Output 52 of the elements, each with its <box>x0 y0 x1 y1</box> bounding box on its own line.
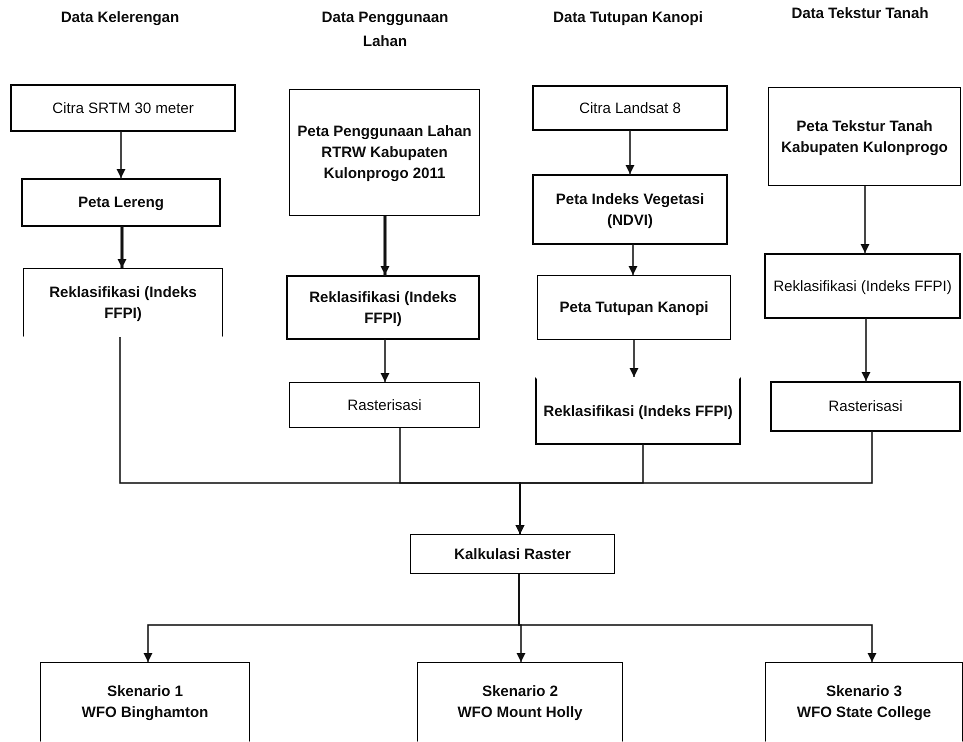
box-text: Peta Penggunaan Lahan RTRW Kabupaten Kulonprogo 2011 <box>296 122 473 184</box>
process-box <box>40 662 250 742</box>
arrow <box>630 340 638 377</box>
arrow <box>626 131 634 174</box>
arrow <box>116 132 126 178</box>
process-box <box>532 174 728 245</box>
process-box <box>23 268 223 337</box>
process-box <box>765 662 963 742</box>
box-text: Skenario 3 <box>826 682 902 702</box>
box-text: Reklasifikasi (Indeks FFPI) <box>308 288 458 328</box>
process-box <box>21 178 221 227</box>
box-text: Skenario 2 <box>482 682 558 702</box>
arrow <box>516 432 873 534</box>
arrow <box>118 227 126 268</box>
box-text: Citra SRTM 30 meter <box>52 98 194 118</box>
box-text: Reklasifikasi (Indeks FFPI) <box>48 282 198 324</box>
arrow <box>380 340 390 382</box>
process-box <box>535 377 741 445</box>
arrow <box>628 245 638 275</box>
box-text: Citra Landsat 8 <box>579 98 681 118</box>
arrow <box>862 319 870 381</box>
box-text: Reklasifikasi (Indeks FFPI) <box>543 402 733 422</box>
box-text: Kalkulasi Raster <box>454 544 571 564</box>
box-text: Peta Lereng <box>78 193 164 213</box>
box-text: WFO Mount Holly <box>458 703 582 723</box>
column-heading: Data Tutupan Kanopi <box>552 8 704 28</box>
process-box <box>770 381 961 432</box>
process-box <box>768 87 961 186</box>
box-text: Peta Indeks Vegetasi (NDVI) <box>554 190 706 230</box>
box-text: Peta Tekstur Tanah Kabupaten Kulonprogo <box>780 116 949 158</box>
process-box <box>286 275 480 340</box>
process-box <box>532 85 728 131</box>
process-box <box>417 662 623 742</box>
arrow <box>380 216 390 275</box>
arrow <box>518 574 876 662</box>
column-heading: Data Kelerengan <box>60 8 180 28</box>
process-box <box>289 382 480 428</box>
box-text: Rasterisasi <box>347 396 422 416</box>
process-box <box>537 275 731 340</box>
column-heading: Data Tekstur Tanah <box>790 4 930 24</box>
arrow <box>860 186 870 253</box>
box-text: WFO State College <box>796 703 932 723</box>
process-box <box>764 253 961 319</box>
process-box <box>410 534 615 574</box>
process-box <box>289 89 480 216</box>
process-box <box>10 84 236 132</box>
column-heading: Data Penggunaan Lahan <box>320 8 450 52</box>
box-text: Rasterisasi <box>828 397 903 417</box>
box-text: WFO Binghamton <box>82 703 208 723</box>
box-text: Reklasifikasi (Indeks FFPI) <box>773 276 952 296</box>
box-text: Peta Tutupan Kanopi <box>560 298 708 318</box>
box-text: Skenario 1 <box>107 682 183 702</box>
